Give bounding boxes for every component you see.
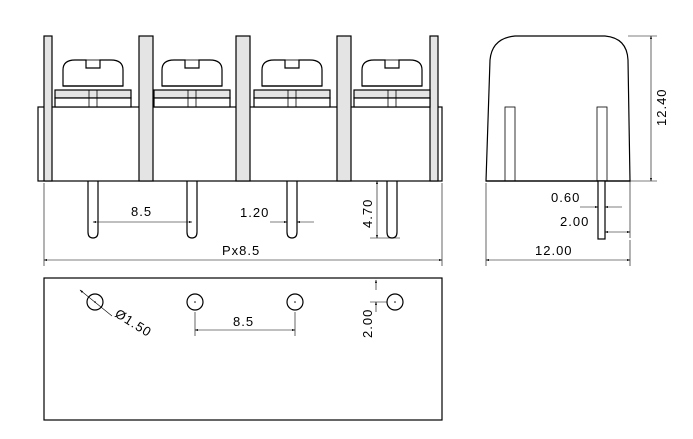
side-depth-dimension: 12.00 xyxy=(485,183,631,266)
screw-head xyxy=(353,59,431,108)
total-length-dimension: Px8.5 xyxy=(43,183,443,266)
side-pin-thickness-dimension: 0.60 xyxy=(551,190,622,209)
side-pin-thickness-label: 0.60 xyxy=(551,190,580,205)
side-body xyxy=(485,35,631,182)
side-height-label: 12.40 xyxy=(654,88,669,126)
side-pin xyxy=(597,180,606,240)
separator-walls xyxy=(43,35,439,182)
side-depth-label: 12.00 xyxy=(535,243,573,258)
hole-pitch-dimension: 8.5 xyxy=(194,312,296,336)
side-view: 12.40 0.60 2.00 12.00 xyxy=(485,35,669,266)
mounting-holes xyxy=(86,293,404,311)
side-pin-offset-label: 2.00 xyxy=(560,214,589,229)
pin-length-dimension: 4.70 xyxy=(360,180,400,239)
screw-head xyxy=(153,59,231,108)
screw-head xyxy=(54,59,132,108)
pitch-label: 8.5 xyxy=(131,204,152,219)
bottom-view: Ø1.50 8.5 2.00 xyxy=(43,277,443,421)
bottom-body xyxy=(43,277,443,421)
pin-width-dimension: 1.20 xyxy=(240,205,314,224)
pitch-dimension: 8.5 xyxy=(92,204,193,224)
total-length-label: Px8.5 xyxy=(222,243,260,258)
hole-pitch-label: 8.5 xyxy=(233,314,254,329)
hole-offset-dimension: 2.00 xyxy=(360,279,387,338)
side-pin-offset-dimension: 2.00 xyxy=(560,181,631,238)
front-view: 8.5 1.20 4.70 Px8.5 xyxy=(37,35,443,266)
pin-width-label: 1.20 xyxy=(240,205,269,220)
side-height-dimension: 12.40 xyxy=(628,35,669,182)
pin-length-label: 4.70 xyxy=(360,199,375,228)
pins xyxy=(87,181,398,239)
hole-offset-label: 2.00 xyxy=(360,309,375,338)
screw-head xyxy=(253,59,331,108)
screw-heads xyxy=(54,59,431,108)
